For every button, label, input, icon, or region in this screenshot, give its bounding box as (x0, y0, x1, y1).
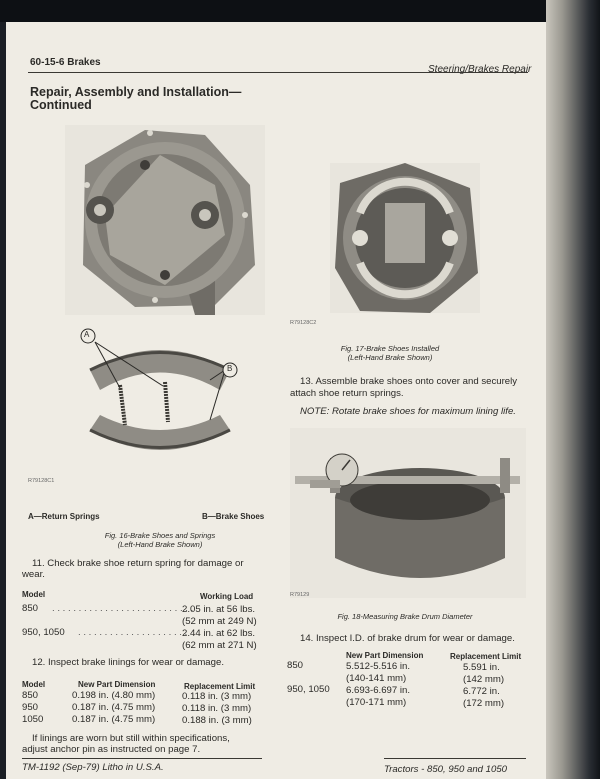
lining-row-950-new: 0.187 in. (4.75 mm) (72, 702, 156, 713)
step-11-line1: 11. Check brake shoe return spring for d… (32, 558, 244, 569)
drum-row-850-model: 850 (287, 660, 304, 671)
fig16-caption-line1: Fig. 16-Brake Shoes and Springs (104, 531, 216, 540)
drum-row-850-limit-metric: (142 mm) (463, 674, 505, 685)
lining-table-header-limit: Replacement Limit (184, 682, 256, 691)
drum-row-850-new: 5.512-5.516 in. (346, 661, 411, 672)
lining-row-850-model: 850 (22, 690, 39, 701)
drum-table-header-new: New Part Dimension (346, 651, 424, 660)
section-title-line1: Repair, Assembly and Installation— (30, 85, 242, 99)
fig17-code: R79128C2 (290, 320, 317, 326)
scan-border-right (546, 0, 600, 779)
fig16-caption-line2: (Left-Hand Brake Shown) (117, 540, 203, 549)
step-12: 12. Inspect brake linings for wear or da… (32, 657, 224, 668)
header-rule (28, 72, 528, 73)
spring-row-leader: . . . . . . . . . . . . . . . . . . . . … (52, 603, 194, 614)
lining-table-header-new: New Part Dimension (78, 680, 156, 689)
drum-row-950-limit-metric: (172 mm) (463, 698, 505, 709)
drum-row-950-new-metric: (170-171 mm) (346, 697, 407, 708)
section-title-line2: Continued (30, 98, 92, 112)
fig16-callout-a: A (84, 330, 90, 339)
spring-table-header-load: Working Load (200, 592, 254, 601)
fig16-legend-b: B—Brake Shoes (202, 512, 265, 521)
linings-note-line2: adjust anchor pin as instructed on page … (22, 744, 201, 755)
drum-row-950-model: 950, 1050 (287, 684, 330, 695)
step-13-line2: attach shoe return springs. (290, 388, 404, 399)
lining-row-1050-model: 1050 (22, 714, 44, 725)
brake-drum-measuring-photo (290, 428, 526, 598)
spring-row-850-metric: (52 mm at 249 N) (182, 616, 257, 627)
lining-row-950-model: 950 (22, 702, 39, 713)
lining-row-950-limit: 0.118 in. (3 mm) (182, 703, 252, 714)
lining-table-header-model: Model (22, 680, 46, 689)
brake-cover-photo (65, 125, 265, 315)
brake-shoes-springs-photo (60, 320, 260, 490)
footer-rule-right (384, 758, 526, 759)
drum-row-850-limit: 5.591 in. (463, 662, 500, 673)
step-11-line2: wear. (22, 569, 45, 580)
step-13-note: NOTE: Rotate brake shoes for maximum lin… (300, 406, 516, 417)
brake-shoes-installed-photo (330, 163, 480, 313)
fig17-caption-line1: Fig. 17-Brake Shoes Installed (340, 344, 440, 353)
scan-border-top (0, 0, 600, 22)
drum-row-950-limit: 6.772 in. (463, 686, 500, 697)
step-14: 14. Inspect I.D. of brake drum for wear … (300, 633, 515, 644)
footer-rule-left (22, 758, 262, 759)
spring-row-950-model: 950, 1050 (22, 627, 65, 638)
fig17-caption-line2: (Left-Hand Brake Shown) (347, 353, 433, 362)
spring-row-leader: . . . . . . . . . . . . . . . . . . . . … (78, 627, 188, 638)
drum-table-header-limit: Replacement Limit (450, 652, 522, 661)
spring-table-header-model: Model (22, 590, 46, 599)
spring-row-850-model: 850 (22, 603, 39, 614)
fig16-code: R79128C1 (28, 478, 55, 484)
lining-row-1050-new: 0.187 in. (4.75 mm) (72, 714, 156, 725)
lining-row-850-limit: 0.118 in. (3 mm) (182, 691, 252, 702)
fig18-caption: Fig. 18-Measuring Brake Drum Diameter (337, 612, 473, 621)
drum-row-850-new-metric: (140-141 mm) (346, 673, 407, 684)
fig18-code: R79129 (290, 592, 310, 598)
spring-row-950-metric: (62 mm at 271 N) (182, 640, 257, 651)
footer-left: TM-1192 (Sep-79) Litho in U.S.A. (22, 762, 164, 773)
page-header-left: 60-15-6 Brakes (30, 57, 101, 68)
spring-row-950-load: 2.44 in. at 62 lbs. (182, 628, 256, 639)
fig16-legend-a: A—Return Springs (28, 512, 100, 521)
lining-row-850-new: 0.198 in. (4.80 mm) (72, 690, 156, 701)
step-13-line1: 13. Assemble brake shoes onto cover and … (300, 376, 518, 387)
page-header-right: Steering/Brakes Repair (428, 64, 532, 75)
footer-right: Tractors - 850, 950 and 1050 (384, 764, 508, 775)
fig16-callout-b: B (227, 364, 233, 373)
lining-row-1050-limit: 0.188 in. (3 mm) (182, 715, 252, 726)
linings-note-line1: If linings are worn but still within spe… (32, 733, 230, 744)
spring-row-850-load: 2.05 in. at 56 lbs. (182, 604, 256, 615)
drum-row-950-new: 6.693-6.697 in. (346, 685, 411, 696)
